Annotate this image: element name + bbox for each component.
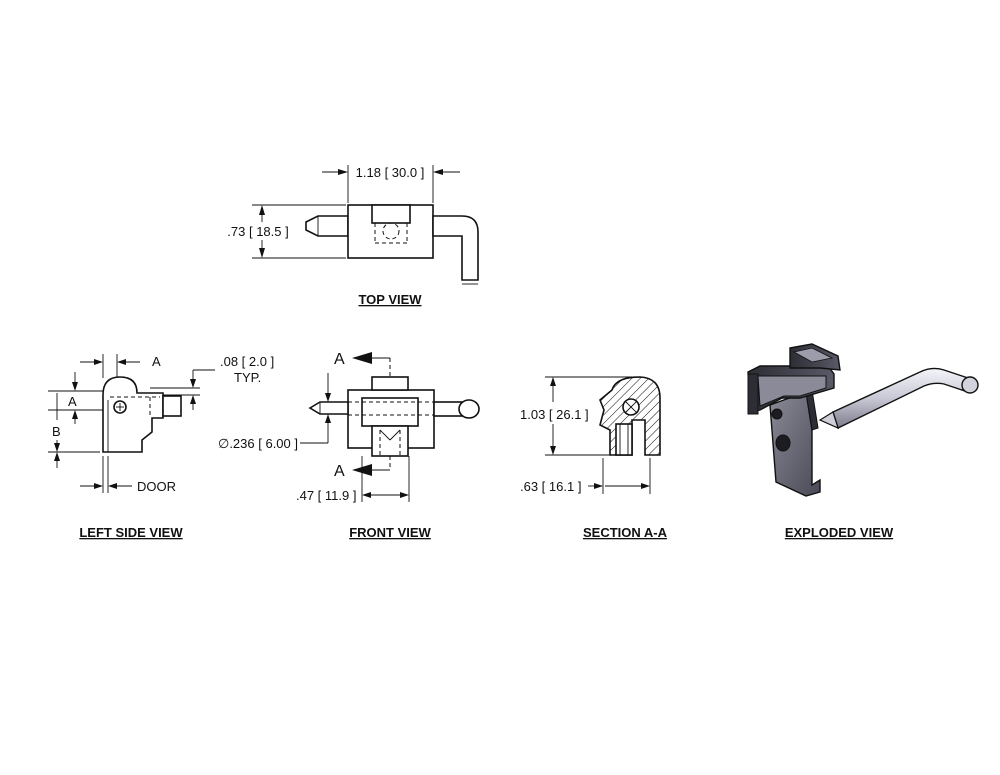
left-gap-dim: .08 [ 2.0 ]	[220, 354, 274, 369]
front-offset-dim: .47 [ 11.9 ]	[296, 488, 356, 503]
front-view: A A ∅.236 [ 6.00 ] .47 [ 11.9 ]	[218, 351, 480, 540]
left-door-label: DOOR	[137, 479, 176, 494]
top-view-title: TOP VIEW	[358, 292, 422, 307]
front-pin-dia-dim: ∅.236 [ 6.00 ]	[218, 436, 298, 451]
section-view-title: SECTION A-A	[583, 525, 668, 540]
front-section-mark-top: A	[334, 351, 345, 368]
left-side-view-title: LEFT SIDE VIEW	[79, 525, 183, 540]
section-view: 1.03 [ 26.1 ] .63 [ 16.1 ] SECTION A-A	[520, 376, 668, 540]
left-a-top-label: A	[152, 354, 161, 369]
section-height-dim: 1.03 [ 26.1 ]	[520, 407, 589, 422]
section-width-dim: .63 [ 16.1 ]	[520, 479, 581, 494]
top-view: 1.18 [ 30.0 ] .73 [ 18.5 ] TOP VIEW	[227, 165, 479, 307]
left-gap-note: TYP.	[234, 370, 261, 385]
left-side-view: A .08 [ 2.0 ] TYP. A B	[48, 354, 274, 540]
exploded-pin	[832, 367, 969, 429]
left-a-side-label: A	[68, 394, 77, 409]
top-width-dim: 1.18 [ 30.0 ]	[356, 165, 425, 180]
front-view-title: FRONT VIEW	[349, 525, 431, 540]
top-height-dim: .73 [ 18.5 ]	[227, 224, 288, 239]
exploded-view-title: EXPLODED VIEW	[785, 525, 894, 540]
front-section-mark-bottom: A	[334, 463, 345, 480]
left-b-label: B	[52, 424, 61, 439]
exploded-view: EXPLODED VIEW	[747, 343, 979, 540]
